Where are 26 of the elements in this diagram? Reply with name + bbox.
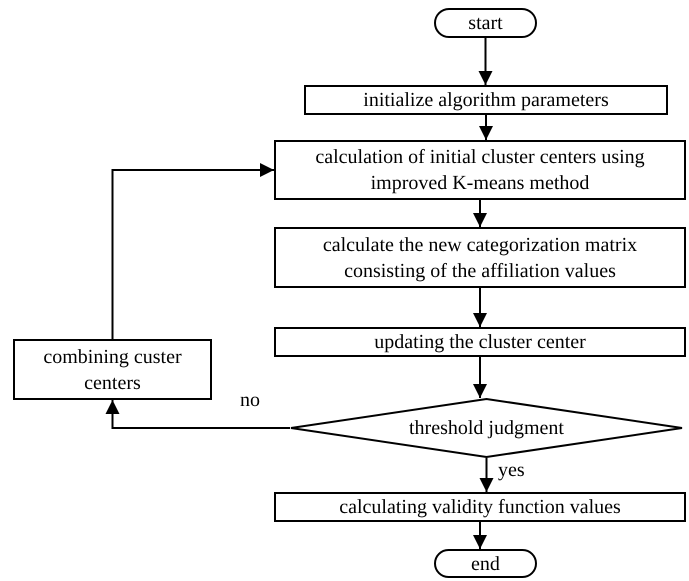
node-text: calculate the new categorization matrix consisting of the affiliation values (322, 232, 638, 284)
arrow (106, 400, 290, 429)
node-text: combining custer centers (42, 344, 183, 396)
start-terminal (434, 8, 537, 38)
arrow (480, 458, 494, 492)
process-box (274, 140, 686, 200)
arrow (478, 38, 492, 85)
node-text: calculation of initial cluster centers using improved K-means method (314, 145, 646, 196)
node-text: calculating validity function values (338, 495, 622, 520)
arrow (473, 357, 487, 398)
end-terminal (434, 549, 537, 578)
node-text: initialize algorithm parameters (362, 88, 610, 113)
process-box (274, 227, 686, 288)
node-text: start (467, 11, 504, 36)
node-text: threshold judgment (408, 416, 565, 441)
arrow (479, 115, 493, 140)
arrow (473, 200, 487, 227)
arrow (473, 522, 487, 549)
node-text: updating the cluster center (373, 330, 587, 355)
process-box (304, 85, 668, 115)
process-box (13, 339, 212, 400)
process-box (274, 492, 686, 522)
node-text: end (470, 552, 501, 576)
arrow (112, 163, 274, 339)
arrow (473, 288, 487, 327)
process-box (274, 327, 686, 357)
